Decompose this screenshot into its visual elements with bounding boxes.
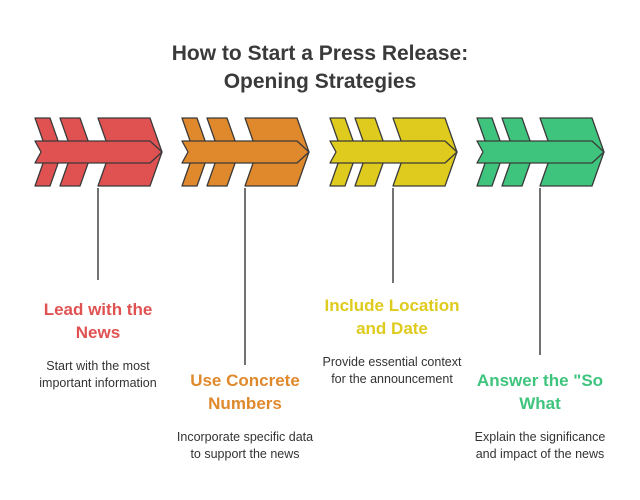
- step-description: Start with the most important informatio…: [39, 359, 157, 390]
- step-title: Include Location and Date: [324, 296, 460, 338]
- step-title: Use Concrete Numbers: [190, 371, 300, 413]
- title-line-2: Opening Strategies: [223, 70, 417, 93]
- step-description: Explain the significance and impact of t…: [474, 430, 606, 461]
- chevron-shape: [34, 140, 163, 164]
- chevron-shape: [476, 140, 605, 164]
- step-description: Provide essential context for the announ…: [322, 355, 462, 386]
- chevron-arrow-icon: [329, 117, 458, 187]
- chevron-arrow-icon: [181, 117, 310, 187]
- step-title: Lead with the News: [43, 300, 153, 342]
- step-title: Answer the "So What: [476, 371, 604, 413]
- step-description: Incorporate specific data to support the…: [176, 430, 314, 461]
- chevron-arrow-icon: [34, 117, 163, 187]
- chevron-shape: [181, 140, 310, 164]
- diagram-title: How to Start a Press Release: Opening Str…: [0, 40, 640, 96]
- chevron-arrow-icon: [476, 117, 605, 187]
- title-line-1: How to Start a Press Release:: [171, 42, 469, 65]
- chevron-shape: [329, 140, 458, 164]
